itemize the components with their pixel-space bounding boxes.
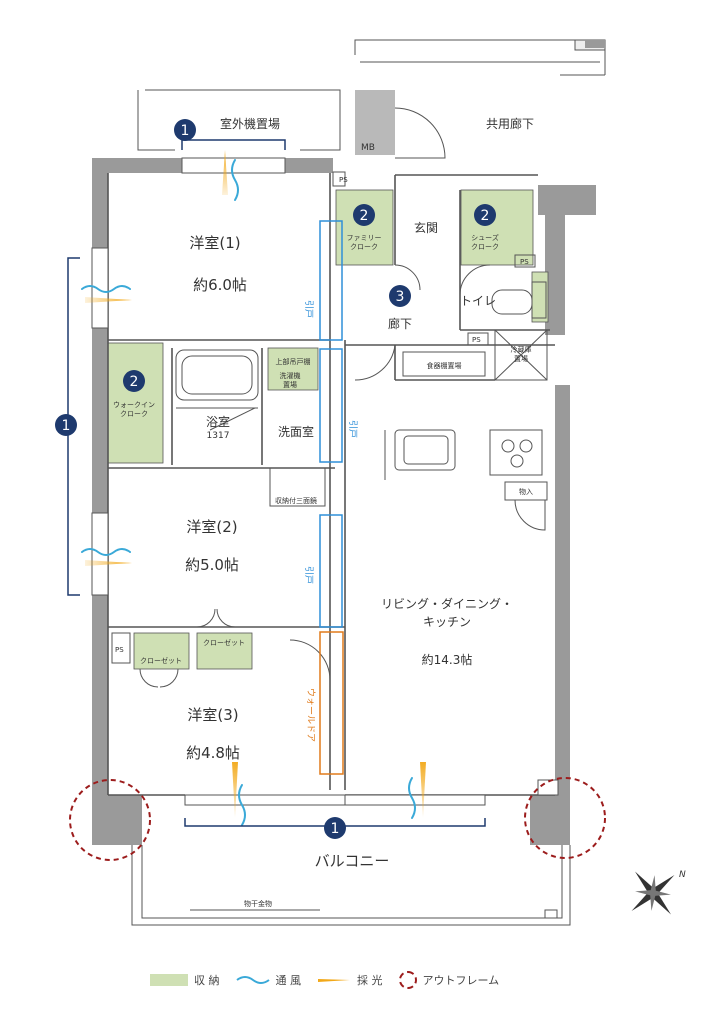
outframe-markers xyxy=(69,777,606,861)
badge-ventilation-left: 1 xyxy=(55,414,77,436)
western2-name: 洋室(2) xyxy=(186,518,237,536)
walkin-label-2: クローク xyxy=(120,410,148,418)
ldk-label-2: キッチン xyxy=(423,615,471,629)
badge-storage-shoes: 2 xyxy=(474,204,496,226)
svg-text:2: 2 xyxy=(360,208,369,224)
svg-text:2: 2 xyxy=(130,374,139,390)
western1-name: 洋室(1) xyxy=(189,234,240,252)
wall-door-label: ウォールドア xyxy=(305,688,316,742)
svg-text:2: 2 xyxy=(481,208,490,224)
fixtures xyxy=(111,107,548,688)
svg-text:1: 1 xyxy=(331,821,340,837)
badge-storage-walkin: 2 xyxy=(123,370,145,392)
upper-shelf-label: 上部吊戸棚 xyxy=(276,357,311,366)
family-closet-label-1: ファミリー xyxy=(347,234,382,242)
svg-text:3: 3 xyxy=(396,289,405,305)
washer-label-1: 洗濯機 xyxy=(280,371,301,380)
storage-swatch xyxy=(150,974,188,986)
ps-label-4: PS xyxy=(115,646,124,654)
western1-size: 約6.0帖 xyxy=(193,276,247,294)
legend-storage-label: 収 納 xyxy=(194,974,220,987)
compass-icon: N xyxy=(631,870,686,915)
interior-walls xyxy=(107,173,555,796)
badge-ventilation-top: 1 xyxy=(174,119,196,141)
bath-size: 1317 xyxy=(207,431,230,441)
badge-ventilation-bottom: 1 xyxy=(324,817,346,839)
svg-text:1: 1 xyxy=(181,123,190,139)
breeze-icons xyxy=(81,159,416,826)
legend-daylight: 採 光 xyxy=(317,972,383,988)
walkin-label-1: ウォークイン xyxy=(113,401,155,409)
bath-label: 浴室 xyxy=(206,414,230,429)
ps-label-2: PS xyxy=(520,258,529,266)
sliding-doors xyxy=(319,220,343,628)
toilet-label: トイレ xyxy=(460,294,496,308)
mb-label: MB xyxy=(361,143,375,153)
shoes-closet-label-1: シューズ xyxy=(471,233,499,242)
sliding-door-label-1: 引戸 xyxy=(303,300,314,318)
svg-text:1: 1 xyxy=(62,418,71,434)
legend-ventilation: 通 風 xyxy=(235,972,302,988)
storage-label: 物入 xyxy=(519,487,533,496)
ps-label-3: PS xyxy=(472,336,481,344)
daylight-icons xyxy=(85,150,426,818)
storage-shelf-label: 収納付三面鏡 xyxy=(275,496,317,505)
dimension-lines xyxy=(67,139,486,827)
daylight-icon xyxy=(318,979,350,982)
ldk-size: 約14.3帖 xyxy=(422,652,473,667)
western3-name: 洋室(3) xyxy=(187,706,238,724)
badge-storage-family: 2 xyxy=(353,204,375,226)
badge-hallway: 3 xyxy=(389,285,411,307)
fridge-label-2: 置場 xyxy=(514,354,528,363)
ldk-label-1: リビング・ダイニング・ xyxy=(381,596,513,611)
drying-rack-label: 物干金物 xyxy=(244,899,272,908)
legend-ventilation-label: 通 風 xyxy=(275,974,302,987)
breeze-icon xyxy=(235,976,270,984)
legend-daylight-label: 採 光 xyxy=(357,974,383,987)
shoes-closet-label-2: クローク xyxy=(471,243,499,251)
cupboard-label: 食器棚置場 xyxy=(427,361,462,370)
sliding-door-label-3: 引戸 xyxy=(303,566,314,584)
western3-size: 約4.8帖 xyxy=(186,744,240,762)
closet-label-1: クローゼット xyxy=(203,638,245,647)
outdoor-unit-label: 室外機置場 xyxy=(220,116,280,131)
entrance-label: 玄関 xyxy=(414,220,438,235)
common-hall-label: 共用廊下 xyxy=(486,116,534,131)
hallway-label: 廊下 xyxy=(388,316,412,331)
washer-label-2: 置場 xyxy=(283,380,297,389)
fridge-label-1: 冷蔵庫 xyxy=(511,345,532,354)
washroom-label: 洗面室 xyxy=(278,424,314,439)
family-closet-label-2: クローク xyxy=(350,243,378,251)
balcony-label: バルコニー xyxy=(315,852,390,870)
outframe-icon xyxy=(398,971,417,989)
ps-label-1: PS xyxy=(339,176,348,184)
wall-door-outline xyxy=(319,631,344,775)
balcony xyxy=(131,845,571,926)
outer-walls xyxy=(92,40,605,845)
closet-label-2: クローゼット xyxy=(140,656,182,665)
legend-outframe-label: アウトフレーム xyxy=(422,974,500,987)
legend-storage: 収 納 xyxy=(150,972,220,988)
western2-size: 約5.0帖 xyxy=(185,556,239,574)
svg-text:N: N xyxy=(679,870,686,880)
legend-outframe: アウトフレーム xyxy=(398,971,500,989)
storage-areas xyxy=(107,189,549,670)
legend: 収 納 通 風 採 光 アウトフレーム xyxy=(150,968,515,992)
sliding-door-label-2: 引戸 xyxy=(347,420,358,438)
